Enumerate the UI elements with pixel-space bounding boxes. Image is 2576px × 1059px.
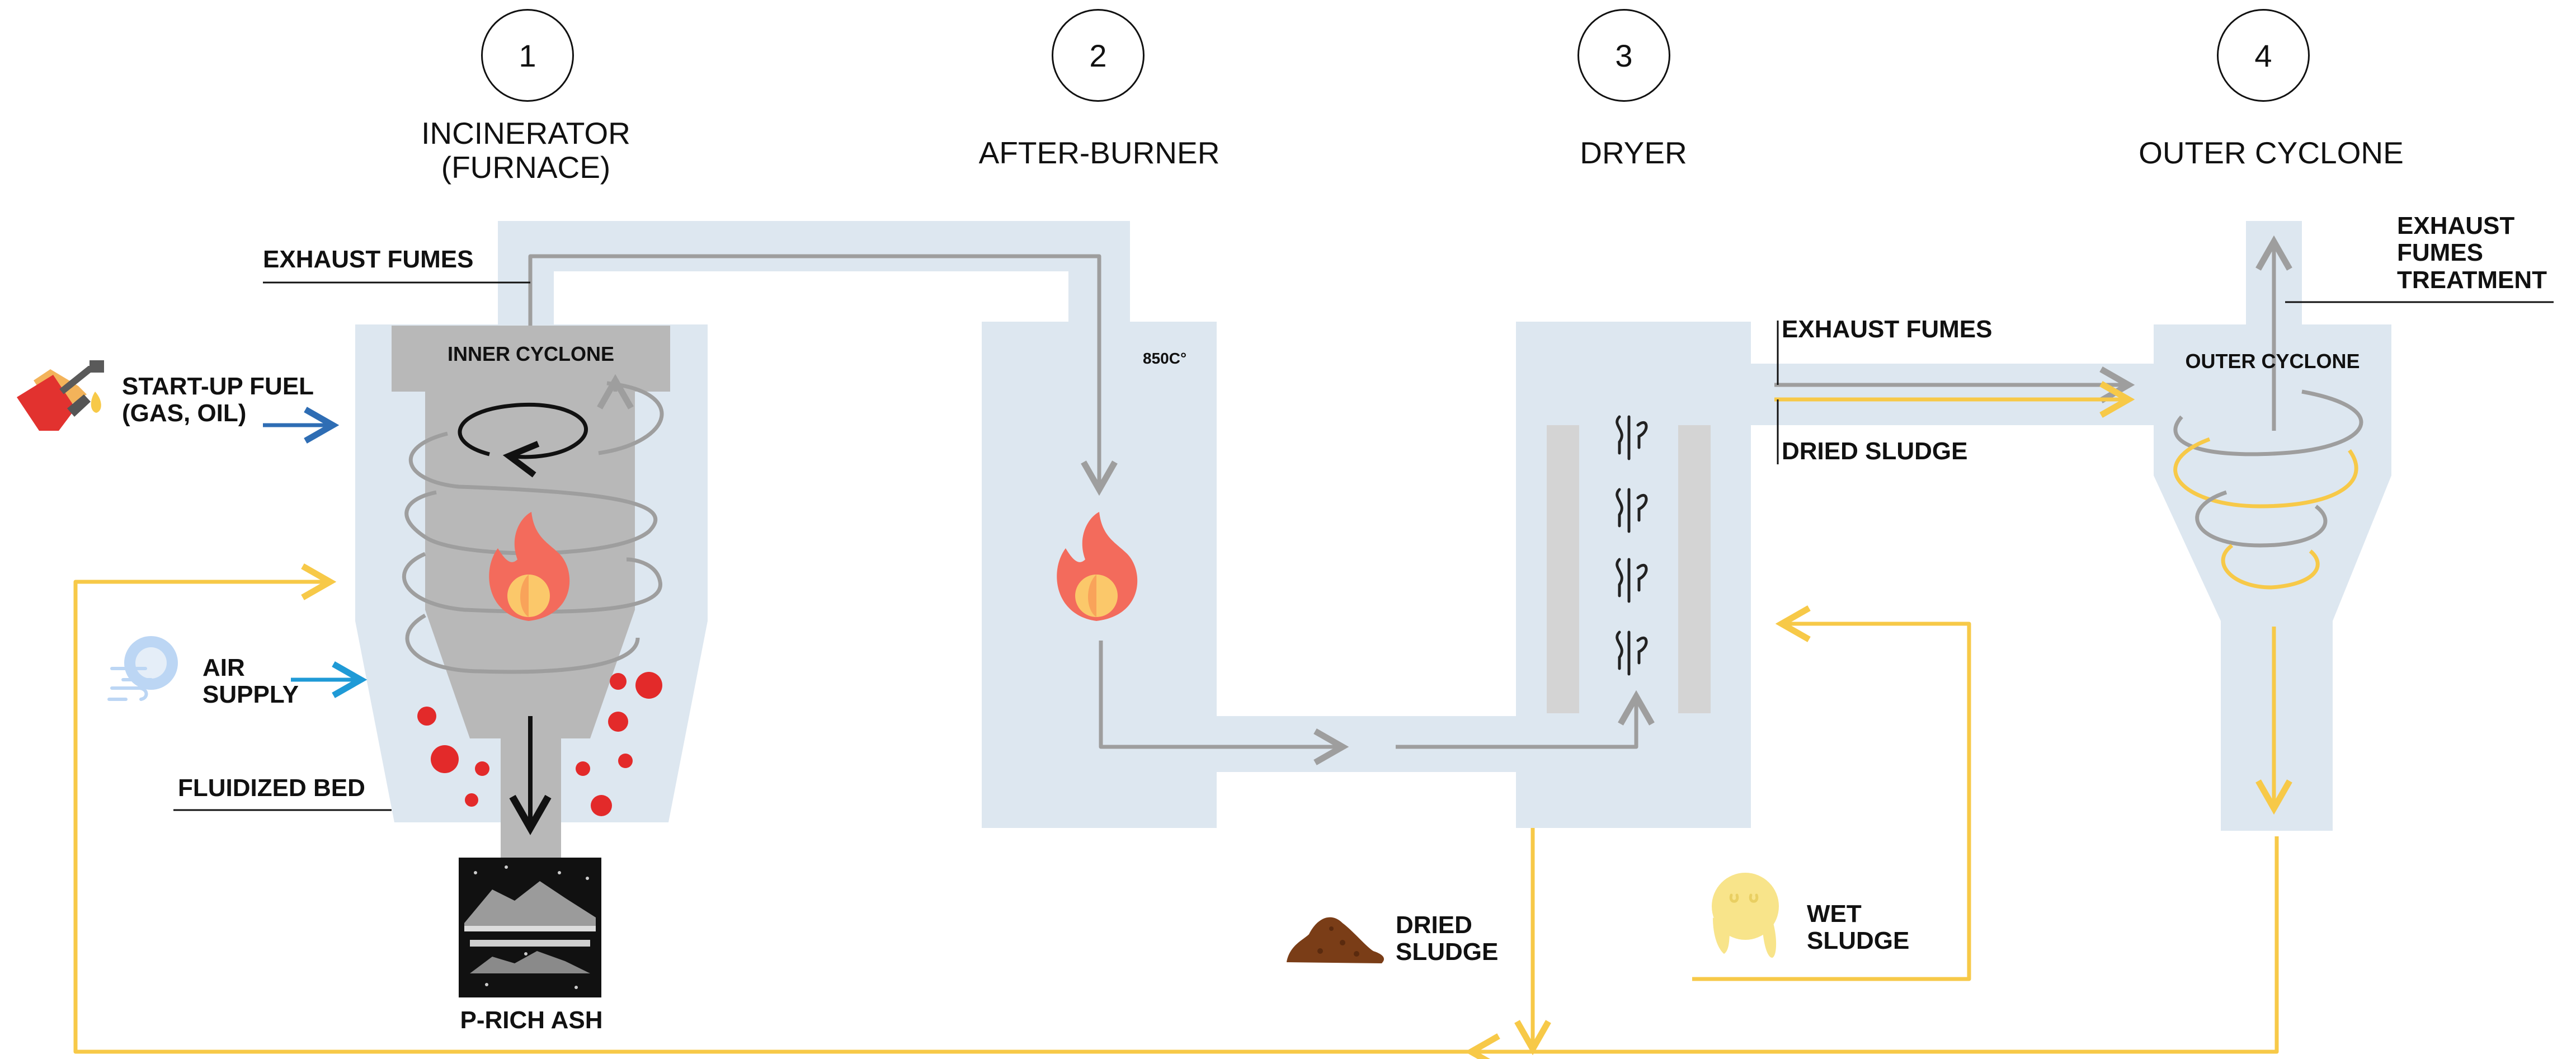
- dried-sludge-flow-label: DRIED SLUDGE: [1782, 437, 1968, 465]
- stage-3-number: 3: [1577, 9, 1670, 102]
- air-supply-label: AIR SUPPLY: [202, 654, 299, 709]
- air-fan-icon: [107, 636, 178, 701]
- stage-2-number: 2: [1052, 9, 1145, 102]
- p-rich-ash-icon: [459, 858, 601, 997]
- heat-wave-icon: [1616, 415, 1648, 460]
- bed-particles: [417, 672, 662, 816]
- dryer-plate-right: [1678, 425, 1711, 713]
- heat-wave-icon: [1616, 488, 1648, 533]
- dried-sludge-icon: [1287, 917, 1384, 963]
- fuel-nozzle-icon: [17, 360, 104, 431]
- wet-sludge-label: WET SLUDGE: [1807, 900, 1910, 955]
- stage-4-title: OUTER CYCLONE: [2139, 135, 2404, 170]
- exhaust-fumes-label-2: EXHAUST FUMES: [1782, 316, 1993, 343]
- dryer-outlet-duct: [1750, 364, 2158, 425]
- exhaust-duct-riser: [498, 221, 554, 327]
- exhaust-fumes-label: EXHAUST FUMES: [263, 246, 474, 273]
- inner-cyclone-spiral: [402, 374, 664, 674]
- wet-sludge-icon: [1712, 873, 1779, 958]
- dried-sludge-label: DRIED SLUDGE: [1396, 911, 1499, 966]
- chambers: [355, 221, 2391, 831]
- afterburner-to-dryer-line-1: [1099, 641, 1349, 765]
- dryer-heat-icons: [1616, 415, 1648, 676]
- stage-2-title: AFTER-BURNER: [978, 135, 1220, 170]
- heat-wave-icon: [1616, 630, 1648, 676]
- p-rich-ash-label: P-RICH ASH: [460, 1006, 603, 1034]
- return-loop: [1464, 836, 2279, 1059]
- stage-3-title: DRYER: [1580, 135, 1687, 170]
- stage-1-number: 1: [481, 9, 574, 102]
- inner-cyclone-label: INNER CYCLONE: [447, 342, 615, 365]
- inner-circulation-arrow: [458, 402, 588, 478]
- exhaust-treatment-label: EXHAUST FUMES TREATMENT: [2397, 212, 2547, 294]
- wet-sludge-feed: [1692, 605, 1971, 981]
- furnace-flame-icon: [489, 512, 570, 621]
- lower-duct: [1214, 716, 1519, 772]
- outer-cyclone-spiral: [2173, 389, 2363, 590]
- stage-4-number: 4: [2217, 9, 2310, 102]
- temperature-label: 850C°: [1143, 350, 1187, 367]
- afterburner-to-dryer-line-2: [1396, 690, 1655, 749]
- heat-wave-icon: [1616, 558, 1648, 603]
- outer-cyclone-inner-label: OUTER CYCLONE: [2185, 350, 2360, 373]
- exhaust-duct: [498, 221, 1130, 271]
- fluidized-bed-label: FLUIDIZED BED: [178, 774, 365, 802]
- exhaust-flow-line: [528, 254, 1118, 496]
- startup-fuel-label: START-UP FUEL (GAS, OIL): [122, 373, 314, 427]
- stage-1-title: INCINERATOR (FURNACE): [421, 116, 630, 185]
- dryer-plate-left: [1547, 425, 1579, 713]
- afterburner-flame-icon: [1057, 512, 1138, 621]
- return-loop-bottom: [73, 563, 1471, 1054]
